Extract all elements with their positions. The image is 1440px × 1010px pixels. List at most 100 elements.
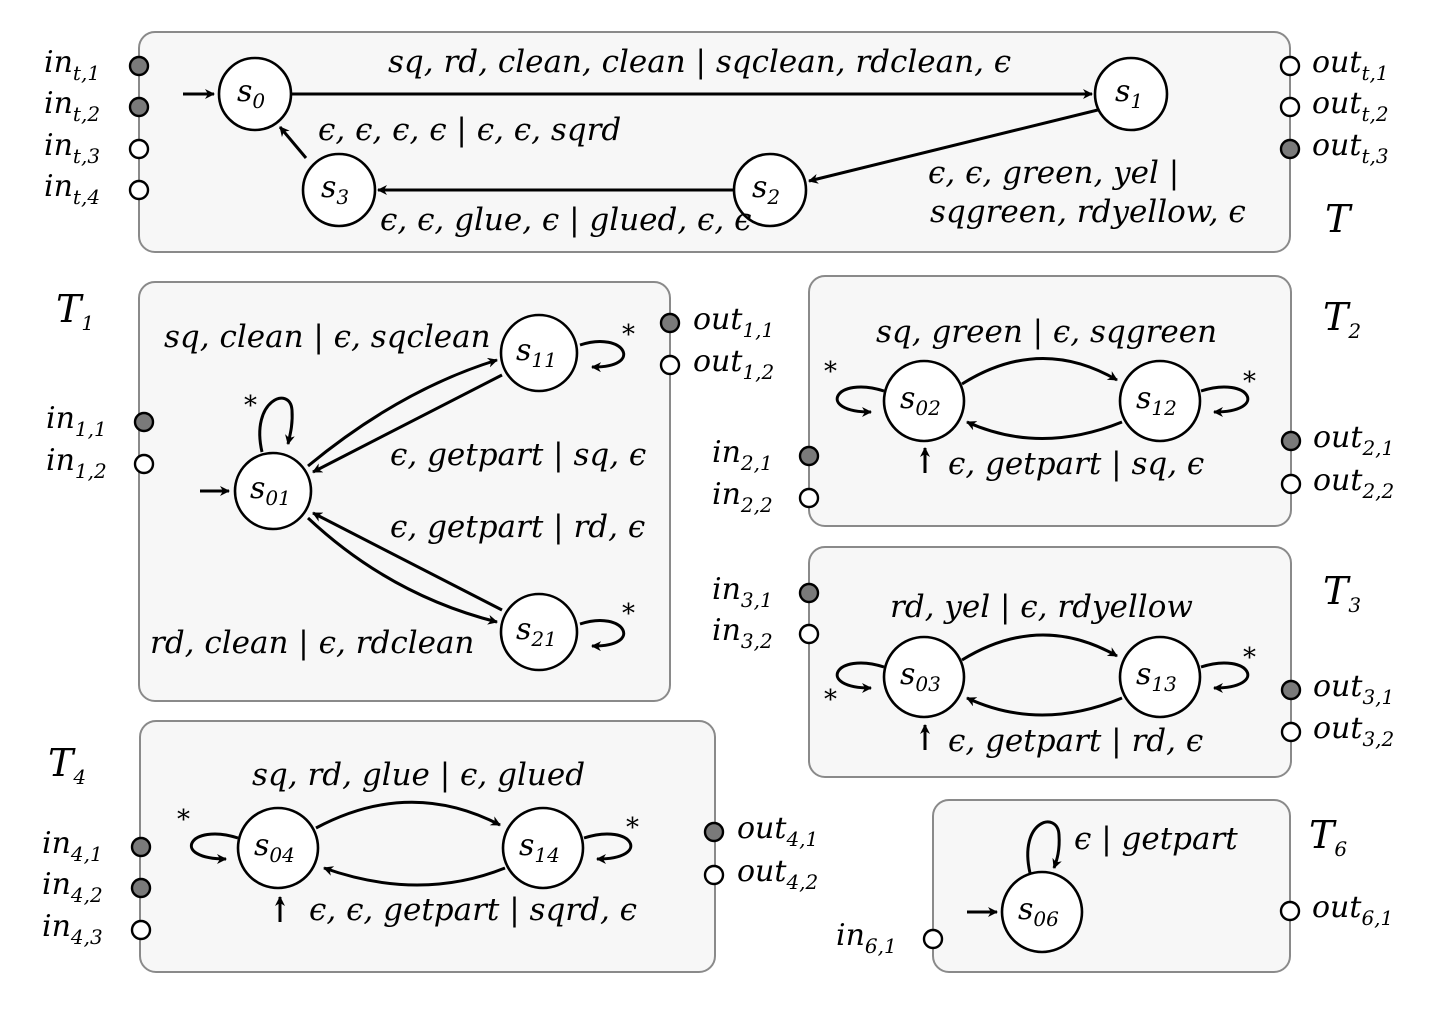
port-in-6-1-label: in6,1	[836, 918, 897, 958]
edge-s03-s13	[961, 633, 1118, 662]
loop-s04	[190, 832, 239, 864]
port-in-2-1	[798, 445, 820, 467]
port-in-4-1-label: in4,1	[42, 826, 103, 866]
label-loop-s06: ϵ | getpart	[1074, 821, 1238, 857]
state-s02: s02	[882, 359, 966, 443]
state-s0: s0	[217, 56, 293, 132]
machine-t3: T3 * * s03 s13 rd, yel | ϵ, rdyellow ϵ, …	[712, 546, 1394, 778]
state-s01: s01	[233, 451, 313, 531]
svg-text:s12: s12	[1136, 381, 1177, 420]
loop-s04-mark: *	[177, 805, 190, 835]
state-s2: s2	[732, 152, 808, 228]
svg-text:s06: s06	[1018, 892, 1059, 931]
svg-text:s03: s03	[900, 657, 941, 696]
port-out-t-3-label: outt,3	[1312, 128, 1389, 168]
port-out-4-2-label: out4,2	[737, 854, 818, 894]
loop-s06	[1026, 820, 1062, 874]
state-s11: s11	[499, 313, 579, 393]
port-in-3-1	[798, 582, 820, 604]
port-in-4-3	[130, 919, 152, 941]
loop-s11	[579, 339, 626, 373]
port-out-t-2	[1279, 96, 1301, 118]
loop-s01	[258, 396, 295, 453]
loop-s21-mark: *	[622, 599, 635, 629]
port-in-4-2-label: in4,2	[42, 867, 103, 907]
svg-text:s13: s13	[1136, 657, 1177, 696]
port-out-2-2-label: out2,2	[1313, 463, 1394, 503]
machine-t6-title: T6	[1309, 813, 1347, 861]
port-out-3-1	[1280, 679, 1302, 701]
loop-s13	[1200, 661, 1250, 693]
edge-s04-s14	[315, 800, 501, 830]
label-s01-s11: sq, clean | ϵ, sqclean	[164, 319, 491, 355]
port-in-2-2-label: in2,2	[712, 477, 773, 517]
edge-s21-s01	[312, 511, 503, 612]
state-s3: s3	[301, 152, 377, 228]
label-s01-s21: rd, clean | ϵ, rdclean	[150, 625, 474, 661]
svg-text:s2: s2	[752, 170, 780, 209]
label-s1-s2-line2: sqgreen, rdyellow, ϵ	[930, 194, 1246, 230]
svg-text:s01: s01	[250, 471, 291, 510]
edge-s12-s02	[966, 420, 1123, 440]
port-out-2-1-label: out2,1	[1313, 420, 1394, 460]
machine-t6: T6 s06 ϵ | getpart in6,1 out6,1	[836, 799, 1393, 973]
port-in-4-3-label: in4,3	[42, 909, 103, 949]
loop-s14-mark: *	[626, 813, 639, 843]
loop-s01-mark: *	[244, 391, 257, 421]
machine-t3-title: T3	[1323, 569, 1361, 617]
loop-s03-mark: *	[824, 685, 837, 715]
port-in-t-2-label: int,2	[44, 86, 100, 126]
machine-t1-title: T1	[56, 287, 94, 335]
machine-t2: T2 * * s02 s12 sq, green | ϵ, sqgreen ϵ,…	[712, 275, 1394, 527]
label-s13-s03: ϵ, getpart | rd, ϵ	[948, 723, 1203, 759]
svg-text:s02: s02	[900, 381, 941, 420]
port-out-2-2	[1280, 473, 1302, 495]
label-s12-s02: ϵ, getpart | sq, ϵ	[948, 446, 1204, 482]
port-out-1-2	[659, 354, 681, 376]
state-s04: s04	[236, 806, 320, 890]
loop-s14	[583, 832, 633, 864]
port-out-2-1	[1280, 430, 1302, 452]
state-s1: s1	[1093, 56, 1169, 132]
machine-t2-title: T2	[1323, 295, 1361, 343]
loop-s12-mark: *	[1243, 367, 1256, 397]
loop-s13-mark: *	[1243, 643, 1256, 673]
svg-text:s04: s04	[254, 828, 295, 867]
port-out-6-1-label: out6,1	[1312, 890, 1393, 930]
label-s1-s2-line1: ϵ, ϵ, green, yel |	[928, 155, 1179, 191]
machine-t3-box	[808, 546, 1292, 778]
state-s06: s06	[1000, 870, 1084, 954]
port-out-t-3	[1279, 138, 1301, 160]
machine-t: T s0 s1 s2 s3 sq, rd, clean, clean | sqc…	[44, 31, 1389, 253]
port-out-4-2	[703, 864, 725, 886]
svg-text:s14: s14	[519, 828, 560, 867]
port-in-1-1-label: in1,1	[46, 401, 107, 441]
loop-s03	[835, 661, 885, 693]
svg-text:s3: s3	[321, 170, 349, 209]
loop-s02-mark: *	[824, 357, 837, 387]
port-in-4-1	[130, 836, 152, 858]
edge-s01-s21	[306, 516, 498, 625]
port-out-3-1-label: out3,1	[1313, 669, 1394, 709]
loop-s12	[1200, 385, 1250, 417]
svg-text:s11: s11	[516, 333, 557, 372]
edge-s02-s12	[961, 357, 1118, 386]
port-in-3-2	[798, 623, 820, 645]
port-in-1-2-label: in1,2	[46, 443, 107, 483]
machine-t4: T4 * * s04 s14 sq, rd, glue | ϵ, glued ϵ…	[42, 720, 818, 973]
edge-s3-s0	[278, 126, 308, 159]
label-s03-s13: rd, yel | ϵ, rdyellow	[890, 589, 1193, 625]
label-s2-s3: ϵ, ϵ, glue, ϵ | glued, ϵ, ϵ	[380, 202, 752, 238]
port-in-6-1	[922, 928, 944, 950]
port-in-1-2	[133, 453, 155, 475]
machine-t1: T1 * * * s01 s11 s21 sq, clean | ϵ, sqcl…	[46, 281, 774, 702]
port-out-4-1	[703, 821, 725, 843]
port-in-3-2-label: in3,2	[712, 613, 773, 653]
port-in-t-1	[128, 55, 150, 77]
label-s04-s14: sq, rd, glue | ϵ, glued	[252, 757, 585, 793]
port-in-2-2	[798, 487, 820, 509]
loop-s11-mark: *	[622, 320, 635, 350]
port-out-1-1-label: out1,1	[693, 302, 774, 342]
port-in-t-4	[128, 179, 150, 201]
